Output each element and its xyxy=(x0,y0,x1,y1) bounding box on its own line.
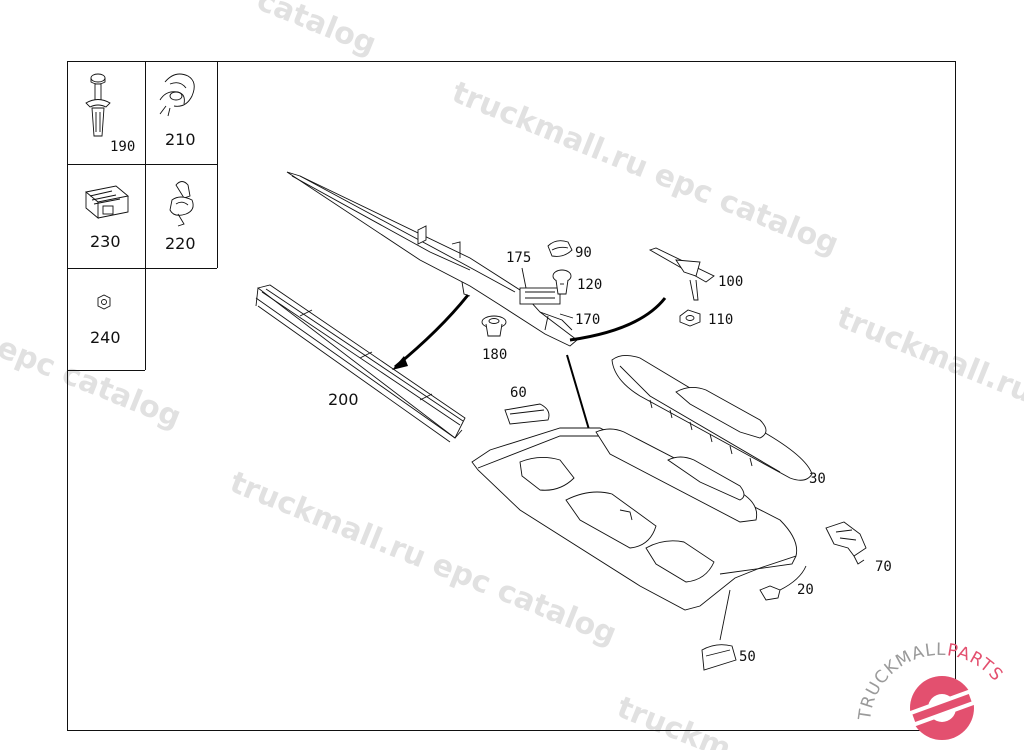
callout-180: 180 xyxy=(482,347,507,363)
clip-110 xyxy=(679,309,701,327)
callout-175: 175 xyxy=(506,250,531,266)
nut-icon xyxy=(97,294,111,310)
arrow-200-to-panel xyxy=(394,294,470,369)
gear-icon xyxy=(901,676,983,740)
callout-60: 60 xyxy=(510,385,527,401)
leader-50 xyxy=(719,589,731,641)
latch-70 xyxy=(825,521,867,565)
cap-60 xyxy=(504,403,550,425)
truckmall-parts-logo: TRUCKMALLPARTS xyxy=(855,640,1006,740)
legend-label-190: 190 xyxy=(110,139,135,155)
callout-100: 100 xyxy=(718,274,743,290)
callout-90: 90 xyxy=(575,245,592,261)
callout-120: 120 xyxy=(577,277,602,293)
hook-clip-icon xyxy=(169,181,194,227)
callout-200: 200 xyxy=(328,390,359,409)
watermark-right: truckmall.ru xyxy=(832,300,1024,410)
legend-label-220: 220 xyxy=(165,234,196,253)
spring-clip-icon xyxy=(159,73,195,117)
bracket-100 xyxy=(648,247,715,301)
watermark-upper: truckmall.ru epc catalog xyxy=(447,75,843,262)
arrow-100-to-panel xyxy=(569,297,667,342)
rivet-pin-icon xyxy=(85,73,111,137)
legend-grid xyxy=(67,61,218,371)
callout-110: 110 xyxy=(708,312,733,328)
callout-20: 20 xyxy=(797,582,814,598)
callout-70: 70 xyxy=(875,559,892,575)
watermark-bottom: truckm xyxy=(612,690,736,750)
watermark-catalog-top: catalog xyxy=(252,0,381,62)
diagram-frame xyxy=(67,61,956,731)
legend-label-230: 230 xyxy=(90,232,121,251)
shelf-panel-20 xyxy=(471,427,807,611)
callout-50: 50 xyxy=(739,649,756,665)
cover-panel-30 xyxy=(611,355,813,481)
callout-30: 30 xyxy=(809,471,826,487)
leader-170 xyxy=(559,313,574,319)
callout-170: 170 xyxy=(575,312,600,328)
upper-panel xyxy=(286,171,578,347)
cap-90 xyxy=(547,240,573,257)
clip-180 xyxy=(481,315,507,337)
legend-label-210: 210 xyxy=(165,130,196,149)
legend-label-240: 240 xyxy=(90,328,121,347)
clip-block-icon xyxy=(84,185,130,219)
arrow-head-200 xyxy=(392,356,408,370)
clip-120 xyxy=(552,269,572,295)
trim-strip-200 xyxy=(255,284,466,443)
leader-175 xyxy=(521,267,527,289)
cap-50 xyxy=(701,644,737,671)
